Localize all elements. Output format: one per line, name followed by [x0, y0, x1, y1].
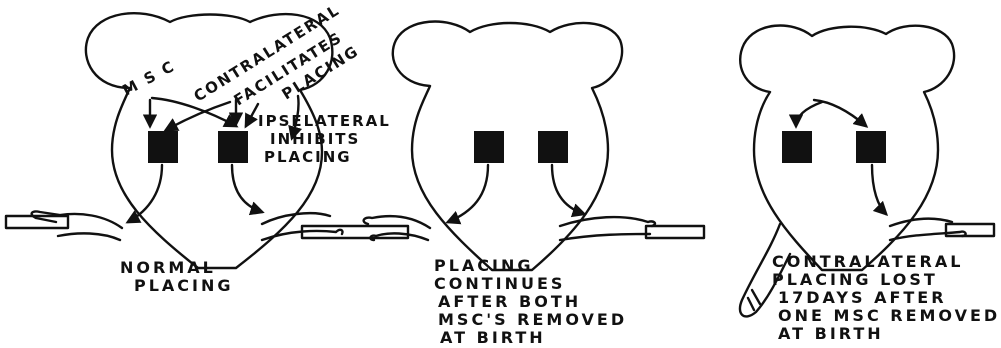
- label-msc: M S C: [119, 57, 178, 100]
- motor-cortex-left-3: [782, 131, 812, 163]
- panel-both-removed: [364, 22, 704, 270]
- caption-normal: NORMAL PLACING: [120, 259, 234, 295]
- caption-both-removed: PLACING CONTINUES AFTER BOTH MSC'S REMOV…: [434, 257, 627, 347]
- caption-line: AFTER BOTH: [434, 293, 627, 311]
- motor-cortex-left-2: [474, 131, 504, 163]
- label-ipselateral: IPSELATERAL: [258, 112, 391, 130]
- pathways-2: [448, 165, 584, 222]
- caption-line: PLACING: [120, 277, 234, 295]
- label-placing-inhibits: PLACING: [264, 148, 352, 166]
- cat-head-outline-2: [393, 22, 622, 270]
- placing-surface-right-2: [646, 226, 704, 238]
- caption-line: PLACING: [434, 257, 627, 275]
- motor-cortex-right-3: [856, 131, 886, 163]
- caption-one-removed: CONTRALATERAL PLACING LOST 17DAYS AFTER …: [772, 253, 1000, 343]
- motor-cortex-right-1: [218, 131, 248, 163]
- caption-line: CONTRALATERAL: [772, 253, 1000, 271]
- panel-normal: M S C CONTRALATERAL FACILITATES PLACING …: [6, 1, 408, 268]
- caption-line: 17DAYS AFTER: [772, 289, 1000, 307]
- placing-surface-right-3: [946, 224, 994, 236]
- caption-line: CONTINUES: [434, 275, 627, 293]
- motor-cortex-left-1: [148, 131, 178, 163]
- caption-line: AT BIRTH: [772, 325, 1000, 343]
- caption-line: NORMAL: [120, 259, 234, 277]
- label-inhibits: INHIBITS: [270, 130, 360, 148]
- caption-line: MSC'S REMOVED: [434, 311, 627, 329]
- caption-line: PLACING LOST: [772, 271, 1000, 289]
- caption-line: ONE MSC REMOVED: [772, 307, 1000, 325]
- motor-cortex-right-2: [538, 131, 568, 163]
- caption-line: AT BIRTH: [434, 329, 627, 347]
- cat-head-outline-3: [740, 26, 954, 270]
